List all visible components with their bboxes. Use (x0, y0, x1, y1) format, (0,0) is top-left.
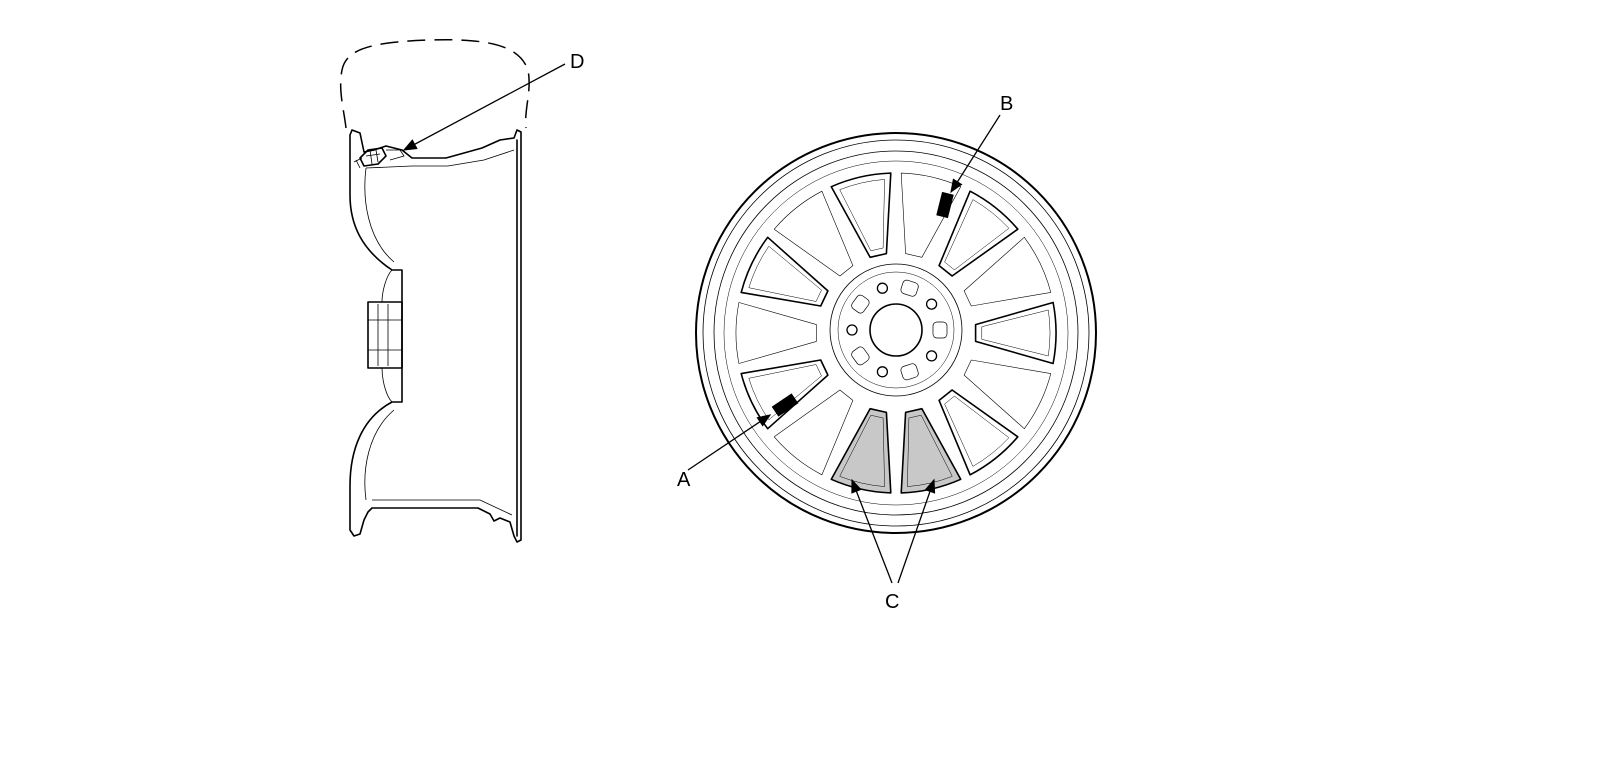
rim-inner-line (723, 160, 1069, 506)
callout-c-leader-left (851, 478, 893, 584)
hub-face-inner (837, 271, 955, 389)
lug-hole (925, 350, 938, 362)
callout-c-leader-right (897, 478, 936, 584)
callout-a-leader (687, 414, 772, 471)
rim-section-outline (349, 129, 522, 543)
hub-pocket (900, 363, 919, 381)
lug-holes (846, 282, 938, 378)
hub-pockets (851, 279, 948, 381)
callout-d-label: D (570, 51, 584, 73)
spoke-window (963, 359, 1052, 429)
spoke-window (938, 190, 1019, 277)
spoke-window (974, 301, 1057, 365)
lug-hole (925, 298, 938, 310)
hub-pocket (851, 346, 870, 366)
wheel-side-section-view: D (339, 39, 584, 543)
rim-lip-line (713, 150, 1079, 516)
spoke-window (900, 172, 961, 258)
tire-outline-dashed (339, 39, 530, 129)
spoke-window (735, 302, 817, 364)
spoke-window-inner-edge (981, 309, 1051, 357)
spoke-window (830, 172, 892, 259)
lug-hole (846, 324, 858, 336)
spoke-window (963, 237, 1052, 307)
balance-weight-b (936, 191, 954, 219)
balance-weight-a (771, 393, 799, 417)
spoke-window-inner-edge (944, 199, 1010, 271)
spoke-window (740, 236, 829, 307)
spoke-window-inner-edge (944, 395, 1010, 467)
spoke-window-weight-area (900, 407, 962, 494)
spoke-window-inner-edge (839, 179, 885, 252)
tpms-sensor (353, 147, 405, 169)
spoke-window (938, 389, 1019, 476)
callout-a-label: A (677, 469, 691, 491)
spoke-window-weight-area (830, 407, 892, 494)
rim-flange-line (702, 139, 1090, 527)
hub-web-contour (381, 269, 393, 403)
rim-outer-edge (695, 132, 1097, 534)
hub-pocket (932, 321, 948, 339)
lug-hole (876, 282, 889, 294)
spoke-window (773, 190, 854, 277)
spoke-windows (735, 172, 1057, 494)
callout-d-leader (402, 63, 566, 151)
callout-b-label: B (1000, 93, 1013, 115)
rim-inner-contour (364, 149, 515, 516)
hub-section (367, 301, 403, 369)
wheel-front-view: A B C (677, 93, 1097, 613)
hub-face (829, 263, 963, 397)
spoke-window (773, 389, 854, 476)
callout-b-leader (950, 114, 1001, 194)
hub-pocket (851, 294, 870, 314)
center-bore (869, 303, 923, 357)
spoke-window-inner-edge (748, 245, 822, 302)
callout-c-label: C (885, 591, 899, 613)
lug-hole (876, 366, 889, 378)
spoke-window (740, 359, 829, 430)
hub-pocket (900, 279, 919, 297)
